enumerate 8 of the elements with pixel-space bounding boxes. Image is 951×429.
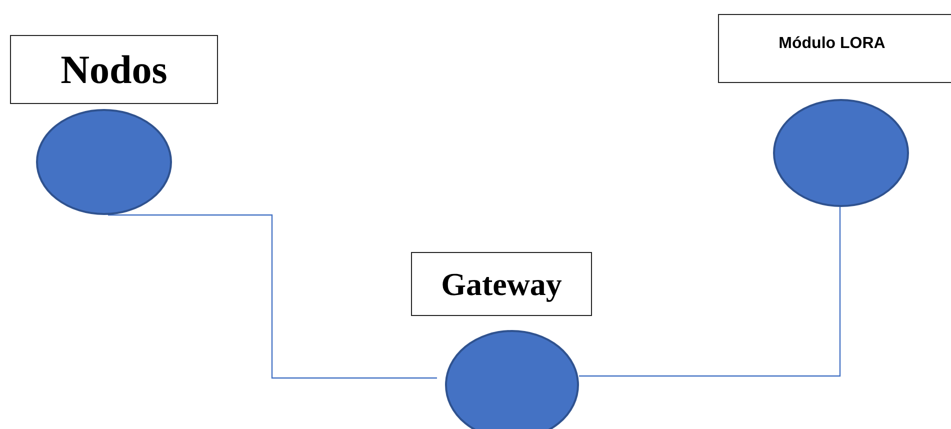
node-label: Gateway [441, 266, 562, 302]
label-box [10, 35, 218, 104]
node-label: Módulo LORA [778, 35, 886, 53]
label-box [411, 252, 592, 316]
label-box [718, 14, 951, 83]
connector-line [108, 214, 437, 379]
node-label: Nodos [60, 46, 168, 93]
connector-line [579, 207, 841, 377]
